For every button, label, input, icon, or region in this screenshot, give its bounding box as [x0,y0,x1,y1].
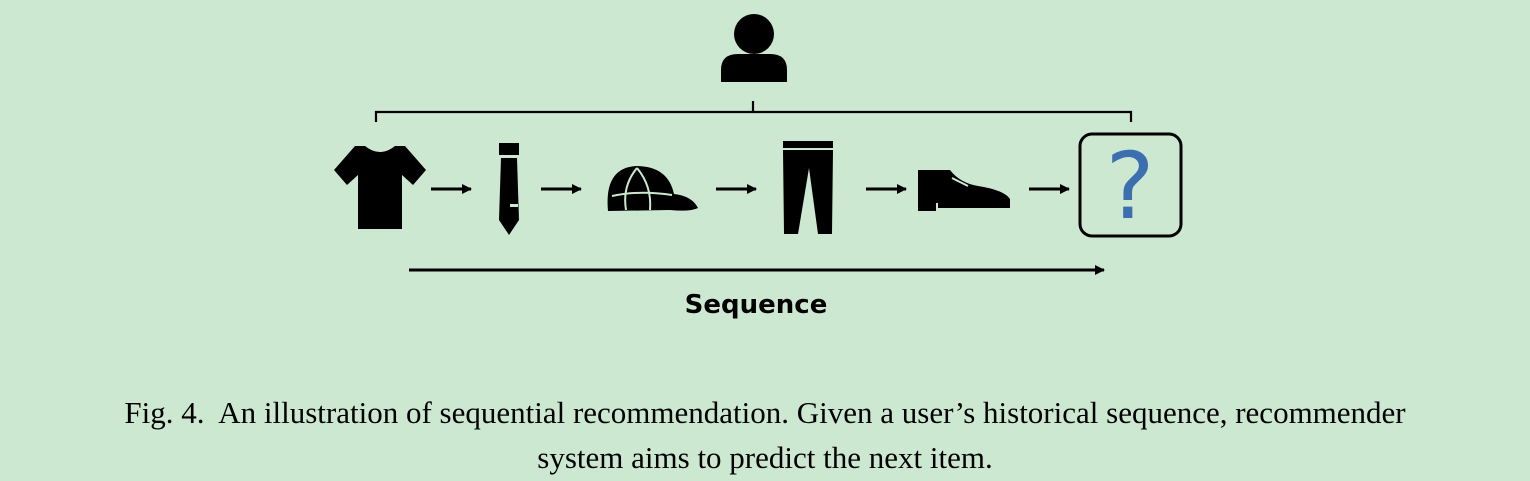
figure-caption: Fig. 4. An illustration of sequential re… [0,390,1530,480]
user-icon [721,14,787,82]
diagram-canvas: ? Sequence [334,14,1183,320]
question-mark: ? [1106,133,1155,240]
user-bracket [374,101,1133,122]
caption-line-1: Fig. 4. An illustration of sequential re… [0,390,1530,435]
sequence-label: Sequence [685,290,828,320]
caption-text-line-2: system aims to predict the next item. [537,440,993,475]
cap-icon [607,166,698,211]
caption-figure-label: Fig. 4. [124,395,205,430]
shoe-icon [918,170,1010,211]
caption-text-line-1: An illustration of sequential recommenda… [218,395,1406,430]
tie-icon [499,143,519,235]
sequential-recommendation-diagram: ? Sequence [334,14,1183,320]
caption-line-2: system aims to predict the next item. [0,435,1530,480]
tshirt-icon [334,146,426,229]
next-item-box: ? [1078,132,1183,240]
pants-icon [783,141,833,234]
